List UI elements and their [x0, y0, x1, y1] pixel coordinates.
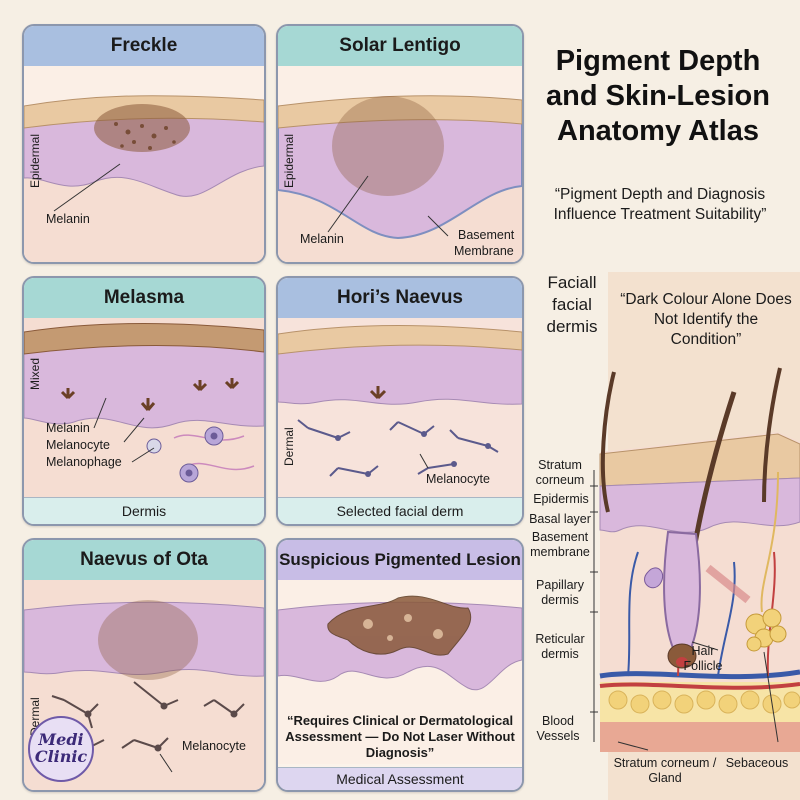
melasma-label-melanophage: Melanophage: [46, 455, 122, 469]
anatomy-label-basal-layer: Basal layer: [529, 512, 591, 526]
anatomy-label-papillary-dermis: Papillary dermis: [536, 578, 584, 607]
panel-naevus-of-ota: Naevus of Ota Dermal Melanocyte Medi Cli…: [22, 538, 266, 792]
solar-lentigo-diagram: [278, 66, 522, 262]
freckle-label-melanin: Melanin: [46, 212, 90, 226]
clinic-logo: Medi Clinic: [28, 716, 94, 782]
horis-naevus-side-label: Dermal: [282, 427, 296, 466]
panel-title-suspicious: Suspicious Pigmented Lesion: [278, 540, 522, 580]
anatomy-label-hair-follicle: Hair Follicle: [683, 644, 723, 673]
suspicious-footer: Medical Assessment: [278, 767, 522, 790]
panel-suspicious: Suspicious Pigmented Lesion “Requires Cl…: [276, 538, 524, 792]
quote-top: “Pigment Depth and Diagnosis Influence T…: [553, 186, 767, 223]
panel-title-naevus-of-ota: Naevus of Ota: [24, 540, 264, 580]
skin-anatomy-diagram: [590, 272, 800, 800]
suspicious-diagram: [278, 580, 522, 764]
anatomy-panel: “Dark Colour Alone Does Not Identify the…: [528, 272, 800, 800]
melasma-label-melanocyte: Melanocyte: [46, 438, 110, 452]
naevus-of-ota-label-melanocyte: Melanocyte: [182, 739, 246, 753]
horis-naevus-diagram: [278, 318, 522, 498]
panel-title-horis-naevus: Hori’s Naevus: [278, 278, 522, 318]
suspicious-note: “Requires Clinical or Dermatological Ass…: [285, 713, 515, 760]
freckle-side-label: Epidermal: [28, 133, 42, 188]
solar-lentigo-label-basement: Basement: [458, 228, 515, 242]
solar-lentigo-label-melanin: Melanin: [300, 232, 344, 246]
melasma-side-label: Mixed: [28, 357, 42, 390]
anatomy-label-stratum-gland: Stratum corneum / Gland: [613, 756, 717, 785]
horis-naevus-label-melanocyte: Melanocyte: [426, 472, 490, 486]
panel-freckle: Freckle Epidermal Melanin: [22, 24, 266, 264]
anatomy-label-sebaceous: Sebaceous: [725, 756, 789, 770]
panel-title-freckle: Freckle: [24, 26, 264, 66]
clinic-logo-line2: Clinic: [34, 747, 88, 766]
melasma-label-melanin: Melanin: [46, 421, 90, 435]
panel-melasma: Melasma Mixed Melanin Melanocyte Melanop…: [22, 276, 266, 526]
panel-horis-naevus: Hori’s Naevus Dermal Melanocyte Selected…: [276, 276, 524, 526]
panel-solar-lentigo: Solar Lentigo Epidermal Melanin Basement…: [276, 24, 524, 264]
anatomy-label-epidermis: Epidermis: [533, 492, 589, 506]
solar-lentigo-side-label: Epidermal: [282, 133, 296, 188]
anatomy-label-stratum-corneum: Stratum corneum: [535, 458, 585, 487]
panel-title-solar-lentigo: Solar Lentigo: [278, 26, 522, 66]
melasma-footer: Dermis: [24, 497, 264, 524]
naevus-of-ota-diagram: [24, 580, 264, 790]
solar-lentigo-label-membrane: Membrane: [454, 244, 514, 258]
anatomy-label-basement-membrane: Basement membrane: [530, 530, 590, 559]
facial-note: Faciall facial dermis: [546, 273, 598, 336]
anatomy-label-reticular-dermis: Reticular dermis: [535, 632, 585, 661]
anatomy-label-blood-vessels: Blood Vessels: [536, 714, 580, 743]
freckle-diagram: [24, 66, 264, 262]
page-title: Pigment Depth and Skin-Lesion Anatomy At…: [546, 45, 770, 147]
panel-title-melasma: Melasma: [24, 278, 264, 318]
melasma-diagram: [24, 318, 264, 498]
horis-naevus-footer: Selected facial derm: [278, 497, 522, 524]
clinic-logo-line1: Medi: [38, 730, 84, 749]
quote-right: “Dark Colour Alone Does Not Identify the…: [620, 291, 792, 348]
